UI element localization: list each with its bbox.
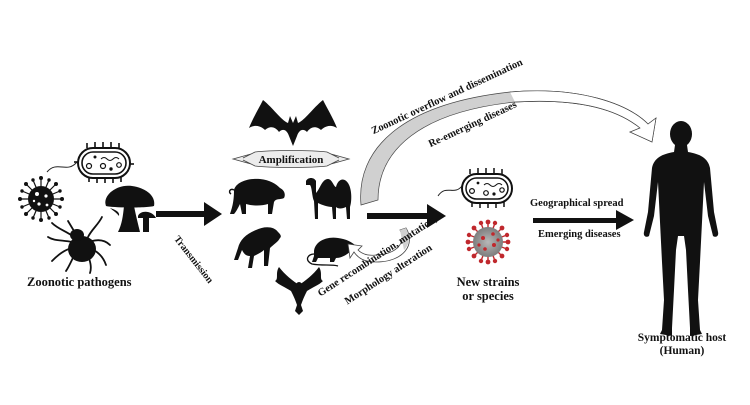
bat-icon <box>249 100 337 146</box>
symptomatic-host-label: Symptomatic host (Human) <box>626 332 738 358</box>
new-strains-label-line1: New strains <box>456 275 520 289</box>
mushroom-icon <box>105 185 156 232</box>
human-silhouette-icon <box>643 121 719 336</box>
chimpanzee-icon <box>234 227 281 268</box>
emerging-diseases-label: Emerging diseases <box>538 229 621 240</box>
zoonotic-pathogens-label: Zoonotic pathogens <box>27 275 132 289</box>
geographical-spread-arrow <box>533 210 634 230</box>
new-strains-label-line2: or species <box>462 289 514 303</box>
amplification-label: Amplification <box>259 154 324 166</box>
bacterium-icon <box>437 168 513 208</box>
camel-icon <box>306 178 352 219</box>
eagle-icon <box>275 267 323 315</box>
bacterium-icon <box>46 142 134 183</box>
tick-icon <box>47 216 111 274</box>
overflow-curved-arrow <box>360 90 657 206</box>
rat-icon <box>306 237 357 267</box>
symptomatic-host-label-line1: Symptomatic host <box>637 332 727 344</box>
transmission-arrow <box>156 202 222 226</box>
geographical-spread-label: Geographical spread <box>530 198 624 209</box>
boar-icon <box>228 178 285 214</box>
new-strains-label: New strains or species <box>452 275 524 303</box>
coronavirus-icon <box>465 219 511 265</box>
symptomatic-host-label-line2: (Human) <box>659 345 705 357</box>
amplification-arrow <box>367 204 446 228</box>
recombination-curved-arrow <box>347 227 410 263</box>
amplification-banner <box>231 150 351 168</box>
virus-icon <box>18 176 64 222</box>
